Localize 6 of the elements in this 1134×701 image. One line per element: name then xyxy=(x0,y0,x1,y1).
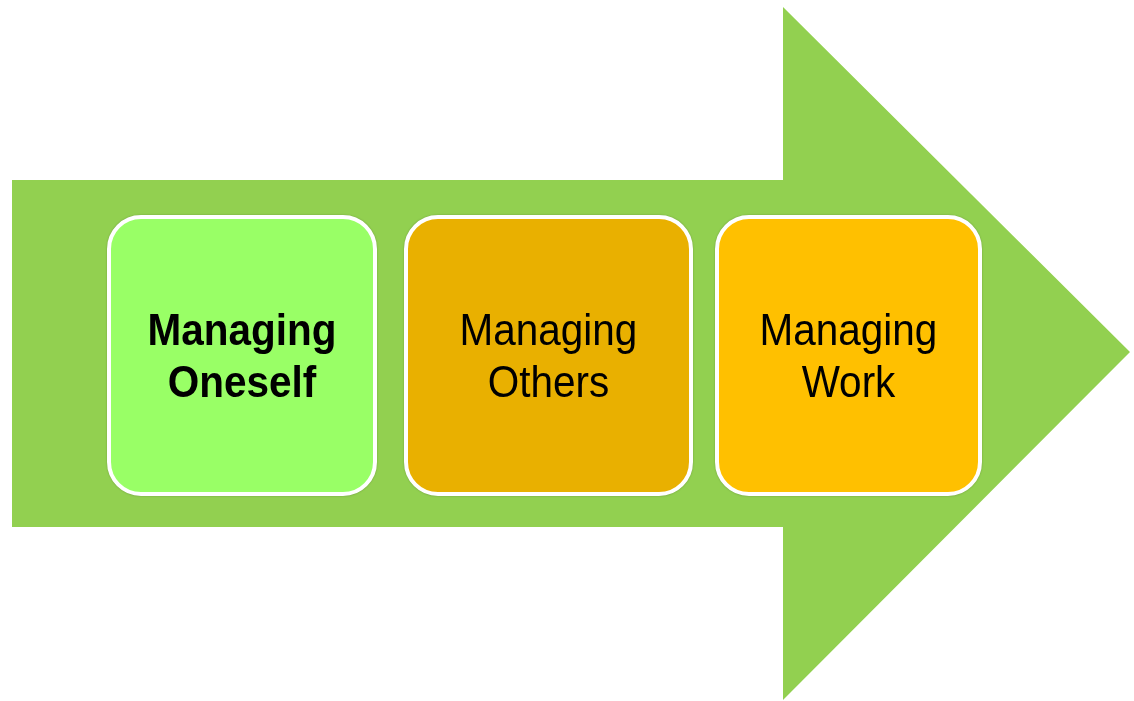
process-box xyxy=(107,215,377,496)
process-box xyxy=(715,215,982,496)
process-box xyxy=(404,215,693,496)
box-label: Managing Oneself xyxy=(146,303,338,408)
box-label: Managing Work xyxy=(758,303,939,408)
box-label: Managing Others xyxy=(458,303,639,408)
